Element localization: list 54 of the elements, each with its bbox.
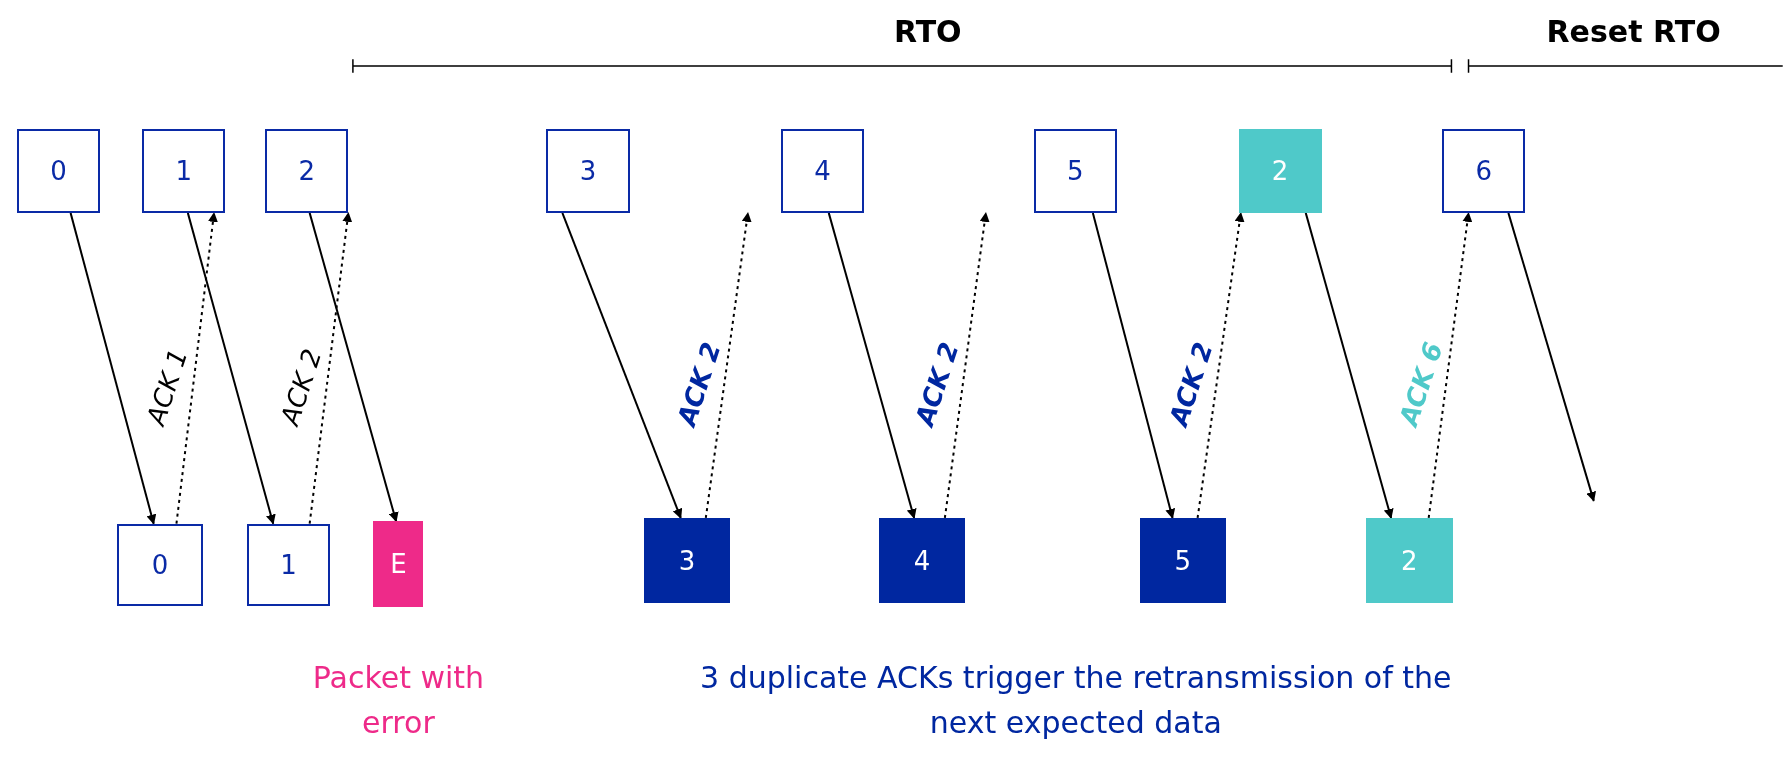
arrow [1196, 211, 1245, 519]
filled-packet-box [644, 517, 730, 604]
packet-box [117, 523, 203, 606]
packet-number: 5 [1174, 545, 1192, 576]
arrow [69, 211, 157, 525]
packet-number: 3 [678, 545, 696, 576]
filled-packet-box [878, 517, 966, 604]
arrow [1304, 211, 1394, 519]
edge-label: ACK 2 [1163, 338, 1220, 432]
packet-number: 1 [280, 549, 297, 580]
packet-number: 4 [913, 545, 931, 576]
edge-label: ACK 2 [909, 338, 966, 432]
arrow [1091, 211, 1176, 519]
packet-number: 1 [175, 155, 193, 186]
packet-box [17, 128, 101, 213]
packet-number: 2 [1401, 545, 1418, 576]
edge-label: ACK 1 [139, 344, 195, 431]
interval-label: RTO [892, 13, 963, 52]
packet-number: 4 [814, 155, 831, 186]
filled-packet-box [373, 521, 424, 607]
packet-number: 3 [579, 155, 597, 186]
edge-label: ACK 2 [273, 344, 329, 431]
arrow [943, 211, 990, 519]
filled-packet-box [1238, 128, 1322, 213]
packet-box [265, 128, 349, 213]
arrow [1507, 211, 1596, 502]
packet-box [142, 128, 226, 213]
packet-box [247, 523, 331, 606]
arrow [186, 211, 276, 525]
packet-number: 2 [1271, 155, 1289, 186]
interval-label: Reset RTO [1545, 13, 1722, 52]
packet-number: 0 [50, 155, 67, 186]
edge-label: ACK 6 [1392, 338, 1449, 432]
edge-label: ACK 2 [670, 338, 728, 432]
packet-box [1033, 128, 1117, 213]
filled-packet-box [1139, 517, 1227, 604]
packet-box [1442, 128, 1526, 213]
arrow [175, 211, 218, 525]
filled-packet-box [1366, 517, 1453, 604]
arrow [827, 211, 917, 519]
arrow [308, 211, 353, 525]
note-text: Packet with error [311, 658, 486, 742]
arrow [561, 211, 683, 519]
packet-number: 2 [298, 155, 316, 186]
arrow [1427, 211, 1473, 519]
note-text: 3 duplicate ACKs trigger the retransmission of the next expected data [699, 658, 1453, 742]
packet-number: 5 [1066, 155, 1084, 186]
arrow [308, 211, 399, 523]
packet-box [780, 128, 865, 213]
packet-number: 0 [151, 549, 169, 580]
packet-box [546, 128, 630, 213]
packet-number: E [390, 549, 407, 580]
packet-number: 6 [1475, 155, 1493, 186]
arrow [704, 211, 752, 519]
